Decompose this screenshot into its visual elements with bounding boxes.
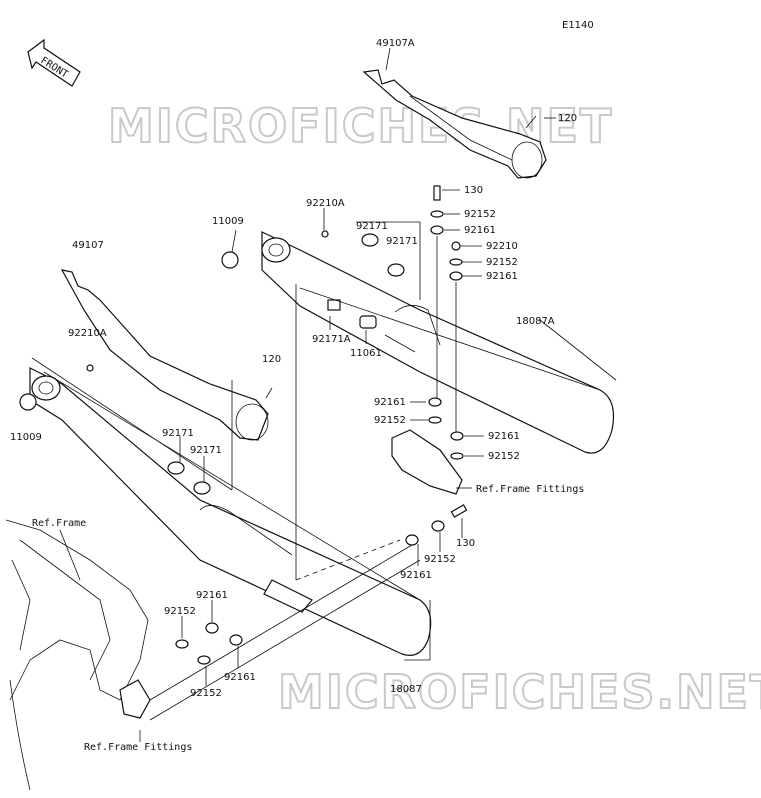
- label-92210a-upper: 92210A: [306, 198, 345, 209]
- muffler-upper: [261, 231, 615, 454]
- label-92161-mid-b: 92161: [488, 431, 520, 442]
- nut-92210a-lower-icon: [86, 364, 94, 372]
- label-130-upper: 130: [464, 185, 483, 196]
- label-120-lower: 120: [262, 354, 281, 365]
- label-92152-upper-b: 92152: [486, 257, 518, 268]
- label-92171-upper-a: 92171: [356, 221, 388, 232]
- frame-outline: [5, 519, 151, 791]
- label-92161-lower-a: 92161: [400, 570, 432, 581]
- label-92171-lower-a: 92171: [162, 428, 194, 439]
- label-ref-frame-fittings-upper[interactable]: Ref.Frame Fittings: [476, 484, 584, 495]
- label-92210: 92210: [486, 241, 518, 252]
- label-92171a: 92171A: [312, 334, 351, 345]
- watermark-bottom: MICROFICHES.NET: [278, 665, 761, 719]
- label-92152-upper-a: 92152: [464, 209, 496, 220]
- label-ref-frame-fittings-lower[interactable]: Ref.Frame Fittings: [84, 742, 192, 753]
- label-11061: 11061: [350, 348, 382, 359]
- clamp-92171-icons: [167, 233, 405, 495]
- bolt-120-upper-icon: [525, 115, 556, 129]
- front-arrow-icon: FRONT: [27, 38, 81, 87]
- label-92210a-lower: 92210A: [68, 328, 107, 339]
- label-ref-frame[interactable]: Ref.Frame: [32, 518, 86, 529]
- label-92161-lower-b: 92161: [196, 590, 228, 601]
- label-92152-lower-c: 92152: [190, 688, 222, 699]
- diagram-code: E1140: [562, 20, 594, 31]
- label-49107a: 49107A: [376, 38, 415, 49]
- label-92152-lower-a: 92152: [424, 554, 456, 565]
- part-labels: 49107A 120 130 92152 92161 92210 92152 9…: [10, 38, 584, 753]
- label-11009-upper: 11009: [212, 216, 244, 227]
- label-49107: 49107: [72, 240, 104, 251]
- gasket-11009-upper-icon: [221, 251, 239, 269]
- heat-cover-lower: [60, 269, 269, 441]
- label-92152-mid-a: 92152: [374, 415, 406, 426]
- frame-fitting-bracket-upper: [391, 429, 463, 495]
- nut-92210-icon: [451, 241, 461, 251]
- label-92171-lower-b: 92171: [190, 445, 222, 456]
- label-92161-upper-b: 92161: [486, 271, 518, 282]
- label-92171-upper-b: 92171: [386, 236, 418, 247]
- label-120-upper: 120: [558, 113, 577, 124]
- fastener-stack-upper: [428, 185, 464, 460]
- nut-92210a-upper-icon: [321, 230, 329, 238]
- muffler-lower: [29, 367, 432, 656]
- label-18087: 18087: [390, 684, 422, 695]
- label-11009-lower: 11009: [10, 432, 42, 443]
- label-92152-lower-b: 92152: [164, 606, 196, 617]
- label-92161-mid-a: 92161: [374, 397, 406, 408]
- label-130-lower: 130: [456, 538, 475, 549]
- label-92152-mid-b: 92152: [488, 451, 520, 462]
- leader-lines: [31, 47, 617, 742]
- label-18087a: 18087A: [516, 316, 555, 327]
- bolt-120-lower-icon: [265, 387, 273, 399]
- part-11061-icon: [359, 315, 377, 329]
- heat-cover-upper: [362, 69, 547, 179]
- label-92161-lower-c: 92161: [224, 672, 256, 683]
- label-92161-upper-a: 92161: [464, 225, 496, 236]
- clamp-92171a-icon: [327, 299, 341, 311]
- gasket-11009-lower-icon: [19, 393, 37, 411]
